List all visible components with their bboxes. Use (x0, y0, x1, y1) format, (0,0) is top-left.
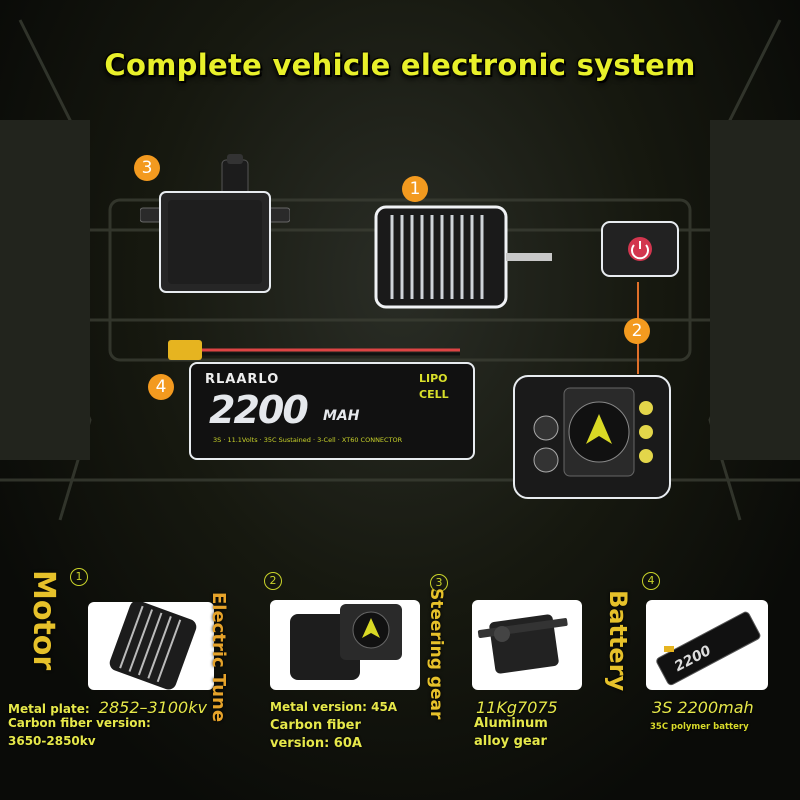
esc-card (270, 600, 420, 690)
callout-badge-2: 2 (624, 318, 650, 344)
component-3-badge: 3 (430, 574, 448, 592)
battery-brand: RLAARLO (205, 372, 280, 387)
motor-card (88, 602, 214, 690)
esc-spec-line-2: Carbon fiber (270, 718, 361, 733)
motor-thumb-icon (109, 602, 197, 690)
battery-card: 2200 (646, 600, 768, 690)
motor-spec-value: 2852–3100kv (98, 698, 207, 717)
battery-thumb-icon: 2200 (656, 611, 761, 686)
servo-image (140, 154, 290, 293)
servo-spec-value: 11Kg7075 (476, 698, 558, 717)
battery-pack-image: RLAARLO 2200 MAH LIPO CELL 3S · 11.1Volt… (189, 362, 475, 460)
battery-spec-small: 35C polymer battery (650, 722, 749, 732)
battery-spec-line: 3S · 11.1Volts · 35C Sustained · 3-Cell … (213, 436, 403, 444)
battery-lead-image (168, 340, 460, 360)
callout-badge-4: 4 (148, 374, 174, 400)
servo-card (472, 600, 582, 690)
motor-spec: Metal plate: 2852–3100kv (8, 698, 207, 719)
page-title: Complete vehicle electronic system (104, 48, 696, 82)
motor-spec-line-1: Carbon fiber version: (8, 716, 151, 730)
component-2-label: Electric Tune (208, 592, 229, 723)
battery-cell-tag: CELL (419, 388, 449, 401)
motor-spec-prefix: Metal plate: (8, 702, 90, 716)
power-switch-image (601, 221, 679, 277)
component-1-badge: 1 (70, 568, 88, 586)
component-4-label: Battery (604, 590, 632, 692)
callout-badge-3: 3 (134, 155, 160, 181)
component-3-label: Steering gear (426, 588, 446, 720)
battery-lipo-tag: LIPO (419, 372, 448, 385)
component-2-badge: 2 (264, 572, 282, 590)
battery-spec-value: 3S 2200mah (652, 698, 754, 717)
component-1-label: Motor (26, 570, 61, 671)
servo-spec-line-2: alloy gear (474, 734, 547, 749)
battery-capacity: 2200 (209, 388, 309, 432)
motor-image (374, 205, 552, 309)
esc-spec-line-1: Metal version: 45A (270, 700, 398, 714)
callout-badge-1: 1 (402, 176, 428, 202)
motor-spec-line-2: 3650-2850kv (8, 734, 96, 748)
esc-image (513, 375, 671, 499)
battery-capacity-unit: MAH (323, 408, 360, 424)
component-4-badge: 4 (642, 572, 660, 590)
servo-spec-line-1: Aluminum (474, 716, 548, 731)
esc-spec-line-3: version: 60A (270, 736, 362, 751)
esc-thumb-icon (290, 604, 402, 680)
servo-thumb-icon (477, 614, 568, 674)
